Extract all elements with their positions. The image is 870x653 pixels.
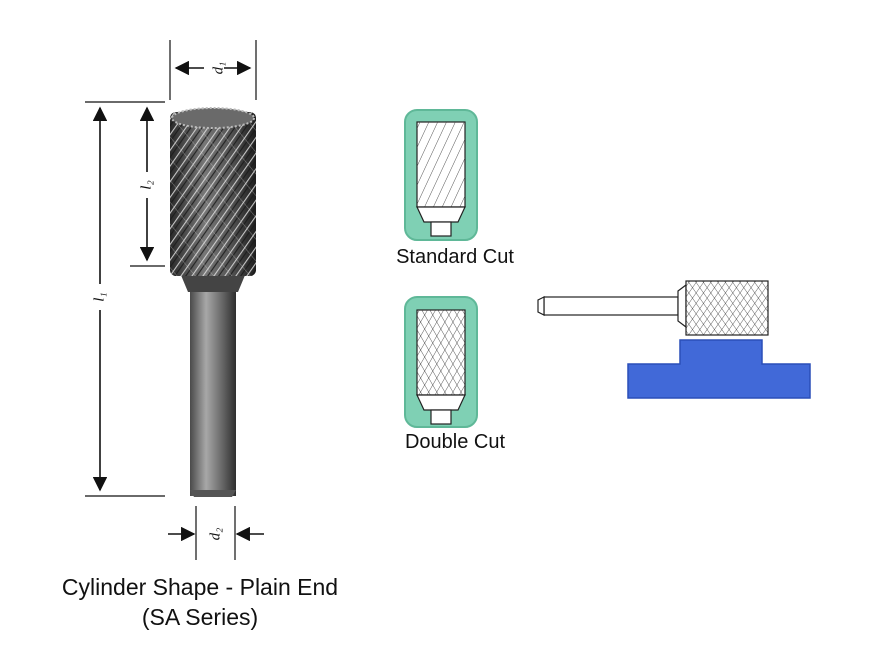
tool-head-crossteeth [170, 112, 256, 276]
double-cut-icon [404, 296, 478, 428]
side-neck [677, 283, 687, 329]
series-subtitle: (SA Series) [141, 604, 259, 630]
side-head-teeth-b [686, 281, 768, 335]
side-shank-tip [537, 296, 545, 316]
standard-cut-neck [416, 206, 466, 223]
dimension-annotations: d₁ l₂ l₁ d₂ [85, 40, 264, 560]
burr-tool-photo [170, 107, 256, 497]
d1-label: d₁ [210, 62, 226, 75]
double-cut-teeth-b [417, 310, 465, 395]
standard-cut-teeth [417, 122, 465, 207]
double-cut-neck [416, 394, 466, 411]
tool-head-top [172, 108, 254, 128]
standard-cut-icon [404, 109, 478, 241]
shank-tip [190, 490, 236, 497]
standard-cut-shank [430, 221, 452, 237]
l2-label: l₂ [138, 180, 154, 189]
side-shank [543, 296, 679, 316]
tool-head-top-rim [171, 107, 255, 129]
double-cut-shank [430, 409, 452, 425]
standard-cut-label: Standard Cut [396, 246, 514, 268]
workpiece [627, 339, 811, 399]
double-cut-label: Double Cut [404, 431, 506, 453]
shape-title: Cylinder Shape - Plain End [61, 574, 339, 600]
burr-on-workpiece-diagram [537, 280, 811, 399]
d2-label: d₂ [207, 528, 223, 541]
tool-shank [190, 270, 236, 496]
l1-label: l₁ [91, 292, 107, 301]
